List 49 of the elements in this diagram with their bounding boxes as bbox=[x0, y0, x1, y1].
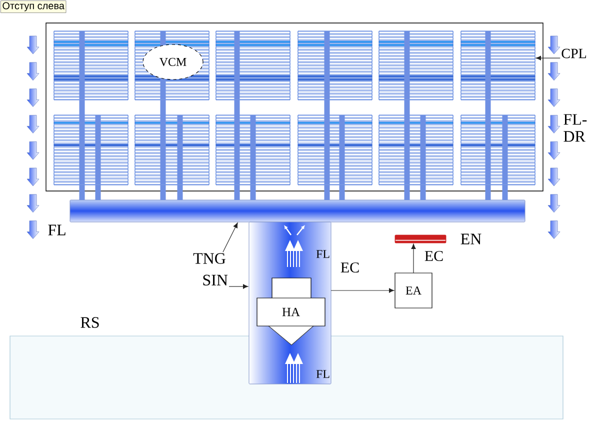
callout-label: SIN bbox=[203, 274, 228, 286]
tube bbox=[95, 185, 101, 200]
tube bbox=[485, 185, 491, 200]
fin-stack bbox=[460, 114, 536, 186]
fin-stack bbox=[216, 30, 290, 100]
tube bbox=[339, 185, 345, 200]
edge-label: EC bbox=[423, 250, 445, 262]
fin-stack bbox=[460, 30, 536, 100]
tube bbox=[324, 185, 330, 200]
label: EN bbox=[460, 234, 482, 244]
tube bbox=[160, 100, 166, 115]
label: FL bbox=[48, 224, 66, 236]
process-box: EA bbox=[394, 272, 432, 308]
horizontal-pipe bbox=[70, 200, 526, 222]
process-box: HA bbox=[256, 278, 326, 346]
callout-label: CPL bbox=[562, 48, 586, 58]
arrow bbox=[222, 222, 238, 252]
fin-stack bbox=[134, 114, 210, 186]
tube bbox=[160, 185, 166, 200]
tube bbox=[79, 100, 85, 115]
tube bbox=[234, 185, 240, 200]
tube bbox=[250, 185, 256, 200]
tooltip: Отступ слева bbox=[0, 0, 66, 13]
tube bbox=[404, 100, 410, 115]
fin-stack bbox=[216, 114, 290, 186]
fin-stack bbox=[298, 30, 372, 100]
label: FL bbox=[316, 250, 330, 258]
tube bbox=[485, 100, 491, 115]
tube bbox=[324, 100, 330, 115]
tube bbox=[502, 185, 508, 200]
callout-label: TNG bbox=[193, 253, 226, 264]
label: FL- DR bbox=[564, 114, 587, 142]
tube bbox=[79, 185, 85, 200]
label: RS bbox=[80, 317, 99, 328]
fin-stack bbox=[54, 114, 128, 186]
tube bbox=[234, 100, 240, 115]
fin-stack bbox=[378, 114, 454, 186]
tube bbox=[177, 185, 183, 200]
tube bbox=[404, 185, 410, 200]
arrow bbox=[536, 56, 560, 60]
fin-stack bbox=[54, 30, 128, 100]
edge-label: EC bbox=[339, 261, 361, 274]
fin-stack bbox=[298, 114, 372, 186]
fin-stack bbox=[378, 30, 454, 100]
arrow bbox=[411, 244, 416, 274]
arrow bbox=[228, 284, 248, 289]
tube bbox=[420, 185, 426, 200]
label: FL bbox=[316, 370, 330, 378]
arrow bbox=[330, 288, 394, 293]
